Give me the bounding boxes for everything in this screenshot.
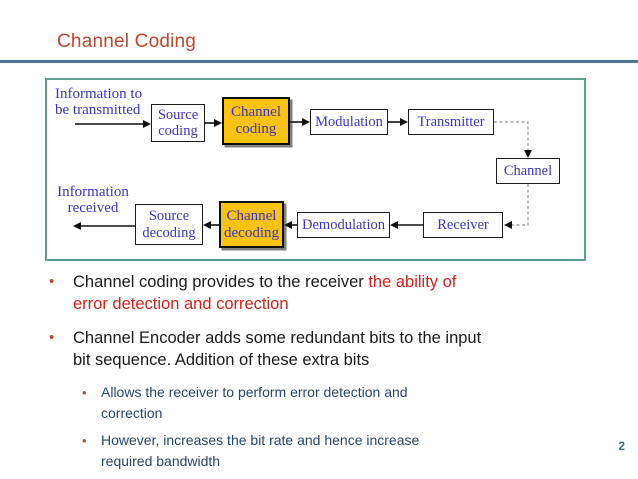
dashed-channel-to-receiver [504, 184, 529, 229]
arrow-source-coding-to-channel-coding [205, 119, 222, 127]
bullet-dot: • [82, 385, 87, 400]
diagram-arrows [73, 118, 532, 230]
bullet-text: Channel Encoder adds some redundant bits… [73, 329, 482, 369]
title-divider [0, 60, 638, 63]
bullet-dot: • [49, 329, 55, 346]
box-receiver: Receiver [423, 212, 503, 238]
arrow-input-to-source-coding [75, 120, 151, 128]
sub-bullet-item-2: • However, increases the bit rate and he… [45, 430, 593, 472]
bullet-item-1: • Channel coding provides to the receive… [45, 271, 593, 315]
arrow-channel-decoding-to-source-decoding [203, 221, 219, 229]
box-channel: Channel [496, 158, 560, 184]
dashed-transmitter-to-channel [494, 121, 532, 158]
arrow-source-decoding-to-output [73, 222, 135, 230]
output-label: Information received [57, 184, 129, 216]
page-number: 2 [618, 439, 625, 453]
arrow-modulation-to-transmitter [388, 118, 408, 126]
page-title: Channel Coding [57, 31, 197, 52]
bullet-text: Allows the receiver to perform error det… [101, 384, 408, 421]
box-modulation: Modulation [310, 109, 388, 135]
bullet-dot: • [82, 433, 87, 448]
bullet-list: • Channel coding provides to the receive… [45, 271, 593, 478]
bullet-text: Channel coding provides to the receiver … [73, 273, 457, 313]
input-label: Information to be transmitted [55, 86, 143, 118]
arrow-channel-coding-to-modulation [290, 118, 310, 126]
bullet-text: However, increases the bit rate and henc… [101, 432, 420, 469]
arrow-demodulation-to-channel-decoding [284, 221, 297, 229]
bullet-item-2: • Channel Encoder adds some redundant bi… [45, 327, 593, 371]
arrow-receiver-to-demodulation [390, 221, 423, 229]
bullet-dot: • [49, 273, 55, 290]
sub-bullet-item-1: • Allows the receiver to perform error d… [45, 382, 593, 424]
box-demodulation: Demodulation [297, 212, 390, 238]
box-transmitter: Transmitter [408, 109, 494, 135]
